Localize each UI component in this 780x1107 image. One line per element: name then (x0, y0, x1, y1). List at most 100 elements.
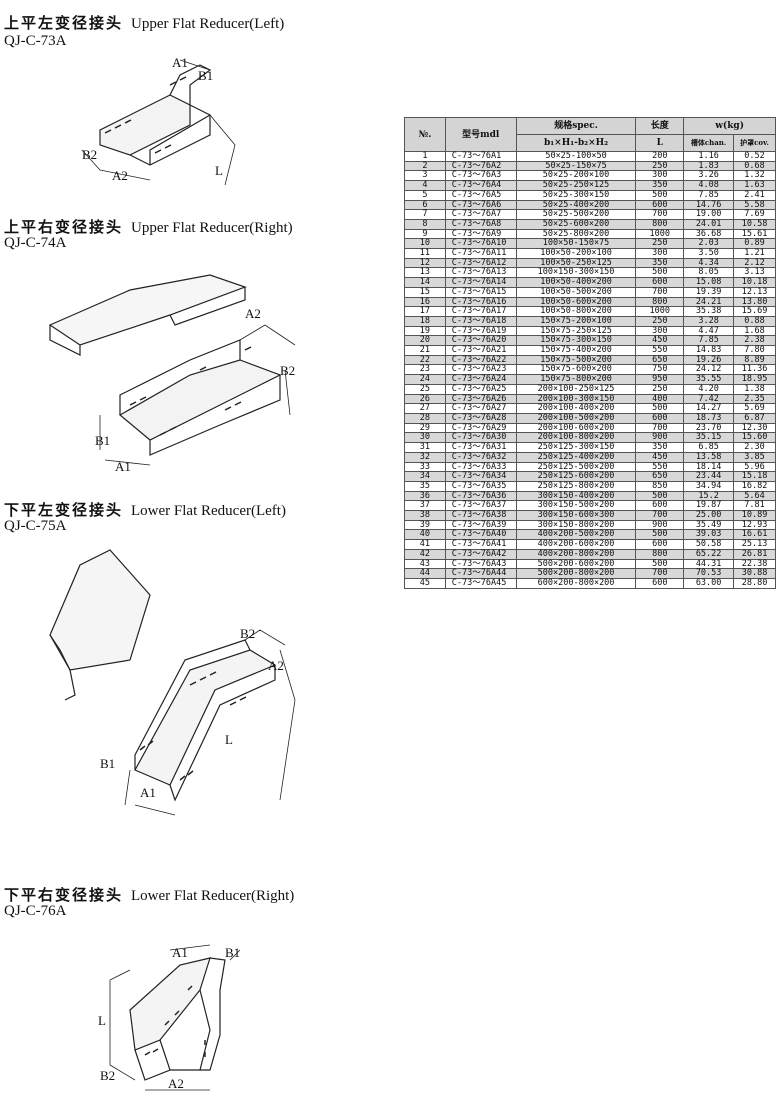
cover-weight: 16.82 (733, 480, 776, 492)
upper-flat-reducer-left-drawing: A1 B1 B2 A2 L (81, 55, 236, 186)
cover-weight: 10.58 (733, 218, 776, 230)
title-cn: 上平右变径接头 (4, 220, 124, 236)
spec: 150×75-800×200 (515, 374, 637, 385)
dim-label: A2 (112, 168, 128, 183)
length: 700 (635, 568, 685, 579)
length: 200 (635, 151, 685, 162)
dim-label: B2 (100, 1068, 115, 1083)
channel-weight: 19.00 (683, 209, 735, 220)
section-title-lower-flat-reducer-left: 下平左变径接头 Lower Flat Reducer(Left) (4, 499, 286, 520)
model: C-73～76A11 (444, 248, 517, 259)
cover-weight: 28.80 (733, 577, 776, 589)
length: 850 (635, 480, 685, 492)
dim-label: A1 (172, 945, 188, 960)
dim-label: B1 (100, 756, 115, 771)
cover-weight: 10.89 (733, 510, 776, 521)
title-cn: 下平右变径接头 (4, 888, 124, 904)
model: C-73～76A18 (444, 315, 517, 327)
row-number: 17 (404, 306, 446, 317)
spec: 150×75-400×200 (515, 345, 637, 356)
row-number: 1 (404, 151, 446, 162)
length: 600 (635, 539, 685, 550)
dim-label: L (215, 163, 223, 178)
spec: 500×200-800×200 (515, 568, 637, 579)
length: 250 (635, 315, 685, 327)
channel-weight: 24.01 (683, 218, 735, 230)
row-number: 7 (404, 209, 446, 220)
cover-weight: 15.18 (733, 471, 776, 482)
channel-weight: 34.94 (683, 480, 735, 492)
header-channel: 槽体chan. (683, 134, 735, 152)
model: C-73～76A1 (444, 151, 517, 162)
length: 450 (635, 451, 685, 463)
spec-table: №. 型号mdl 规格spec. 长度 w(kg) b₁×H₁-b₂×H₂ L … (404, 117, 776, 589)
length: 700 (635, 209, 685, 220)
length: 600 (635, 577, 685, 589)
header-length-unit: L (635, 134, 685, 152)
dim-label: A1 (172, 55, 188, 70)
channel-weight: 19.39 (683, 286, 735, 298)
dim-label: A1 (140, 785, 156, 800)
model-code: QJ-C-75A (4, 518, 67, 534)
dim-label: A2 (168, 1076, 184, 1091)
cover-weight: 12.13 (733, 286, 776, 298)
spec: 300×150-600×300 (515, 510, 637, 521)
spec: 100×50-500×200 (515, 286, 637, 298)
upper-flat-reducer-right-drawing: A2 B2 B1 A1 (48, 274, 296, 474)
row-number: 34 (404, 471, 446, 482)
cover-weight: 30.88 (733, 568, 776, 579)
cover-weight: 1.38 (733, 383, 776, 395)
dim-label: B2 (280, 363, 295, 378)
header-spec: 规格spec. (515, 117, 637, 135)
model: C-73～76A4 (444, 180, 517, 191)
spec: 250×125-600×200 (515, 471, 637, 482)
cover-weight: 25.13 (733, 539, 776, 550)
title-cn: 下平左变径接头 (4, 503, 124, 519)
header-no: №. (404, 117, 446, 152)
row-number: 44 (404, 568, 446, 579)
title-en: Lower Flat Reducer(Right) (131, 888, 295, 904)
cover-weight: 7.69 (733, 209, 776, 220)
channel-weight: 35.55 (683, 374, 735, 385)
dim-label: L (98, 1013, 106, 1028)
cover-weight: 0.52 (733, 151, 776, 162)
spec: 250×125-300×150 (515, 442, 637, 453)
model: C-73～76A31 (444, 442, 517, 453)
dim-label: B1 (95, 433, 110, 448)
spec: 250×125-800×200 (515, 480, 637, 492)
spec: 150×75-200×100 (515, 315, 637, 327)
lower-flat-reducer-right-drawing: A1 B1 L B2 A2 (98, 944, 241, 1091)
row-number: 8 (404, 218, 446, 230)
dim-label: B1 (225, 945, 240, 960)
length: 700 (635, 510, 685, 521)
channel-weight: 1.16 (683, 151, 735, 162)
cover-weight: 1.21 (733, 248, 776, 259)
model: C-73～76A7 (444, 209, 517, 220)
model: C-73～76A25 (444, 383, 517, 395)
spec: 50×25-500×200 (515, 209, 637, 220)
cover-weight: 10.18 (733, 277, 776, 288)
row-number: 14 (404, 277, 446, 288)
channel-weight: 50.58 (683, 539, 735, 550)
title-en: Lower Flat Reducer(Left) (131, 503, 286, 519)
cover-weight: 0.88 (733, 315, 776, 327)
header-model: 型号mdl (444, 117, 517, 152)
length: 700 (635, 286, 685, 298)
cover-weight: 18.95 (733, 374, 776, 385)
